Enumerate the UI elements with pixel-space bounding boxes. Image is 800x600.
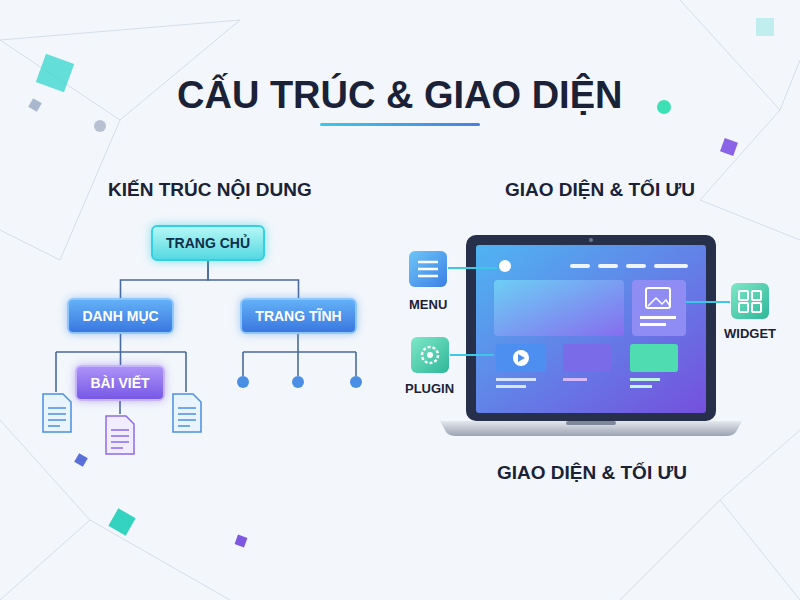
decor-dot [94,120,106,132]
leaf-dots [237,376,362,388]
tree-connector [120,334,122,365]
page-box: TRANG TĨNH [240,298,357,334]
decor-square [108,508,135,535]
diagram-title: CẤU TRÚC & GIAO DIỆN [177,74,622,117]
decor-dot [657,100,671,114]
root-box: TRANG CHỦ [151,225,265,261]
plugin-icon [411,337,449,373]
tree-connector [208,261,299,298]
section-heading: KIẾN TRÚC NỘI DUNG [108,179,312,201]
leader-lines [448,268,730,355]
callout-label: WIDGET [724,326,776,341]
box-text: DANH MỤC [82,308,159,324]
menu-icon [409,251,447,287]
callout-label: PLUGIN [405,381,454,396]
decor-square [720,138,738,156]
decor-square [756,18,774,36]
callout-label: MENU [409,297,447,312]
box-text: BÀI VIẾT [90,375,150,391]
category-box: DANH MỤC [67,298,174,334]
decor-square [36,54,74,92]
tree-lines [56,334,356,414]
post-box: BÀI VIẾT [75,365,165,401]
section-heading: GIAO DIỆN & TỐI ƯU [505,179,695,201]
title-underline [320,123,480,126]
decor-square [235,535,248,548]
laptop-illustration [440,235,742,436]
decor-square [28,98,42,112]
tree-connector [121,261,209,298]
decor-square [74,453,88,467]
box-text: TRANG CHỦ [166,235,250,251]
widget-icon [731,283,769,319]
box-text: TRANG TĨNH [255,308,342,324]
document-icons [43,394,201,454]
section-caption: GIAO DIỆN & TỐI ƯU [497,462,687,484]
